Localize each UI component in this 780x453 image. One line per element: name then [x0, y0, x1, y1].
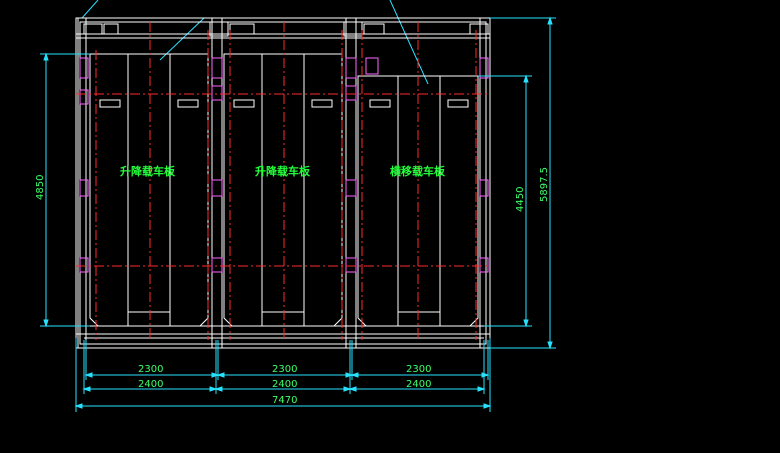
top-beam-hardware	[83, 21, 489, 37]
dim-left-height: 4850	[35, 175, 46, 200]
bay-3-label: 横移载车板	[390, 164, 446, 178]
post-hardware	[79, 57, 489, 273]
dim-bay-2-outer: 2400	[272, 379, 297, 390]
dim-bay-2-inner: 2300	[272, 364, 297, 375]
right-dimensions	[478, 16, 556, 350]
dim-bay-3-outer: 2400	[406, 379, 431, 390]
bottom-dimensions	[74, 338, 492, 412]
dim-bay-3-inner: 2300	[406, 364, 431, 375]
leader-lines	[81, 0, 429, 85]
dim-outer-height: 5897.5	[539, 167, 550, 202]
outer-frame	[75, 17, 491, 349]
dim-bay-1-inner: 2300	[138, 364, 163, 375]
dim-bay-1-outer: 2400	[138, 379, 163, 390]
vent-slots	[99, 99, 469, 108]
centerlines	[76, 22, 490, 340]
dim-inner-height: 4450	[515, 187, 526, 212]
bay-1-label: 升降载车板	[120, 164, 176, 178]
left-dimension	[40, 52, 90, 328]
dim-total-width: 7470	[272, 395, 297, 406]
bay-2-label: 升降载车板	[255, 164, 311, 178]
